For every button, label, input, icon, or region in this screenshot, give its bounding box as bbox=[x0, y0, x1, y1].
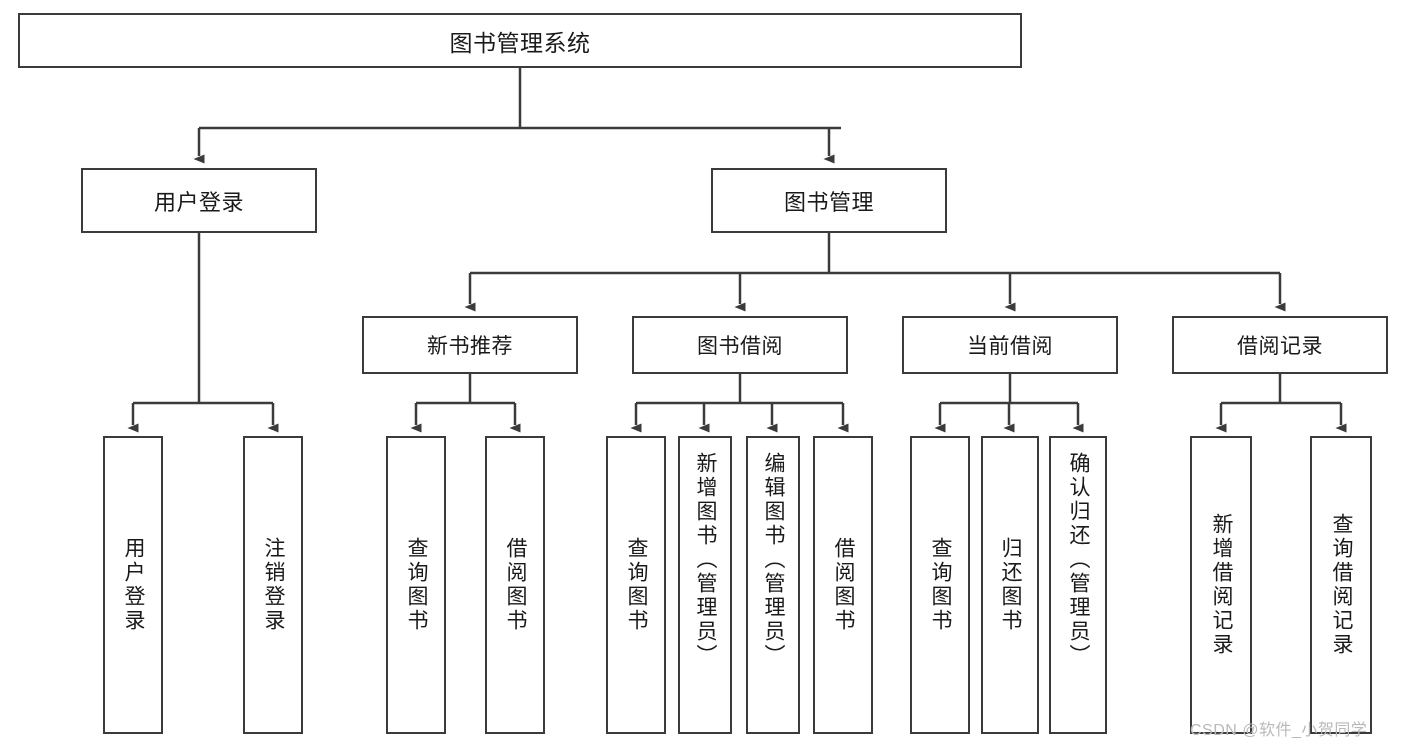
leaf-current-borrow-return-label: 归还图书 bbox=[999, 537, 1023, 633]
leaf-user-login-logout-label: 注销登录 bbox=[262, 537, 286, 633]
leaf-borrow-record-add-label: 新增借阅记录 bbox=[1210, 513, 1234, 657]
leaf-borrow-record-query-label: 查询借阅记录 bbox=[1330, 513, 1354, 657]
leaf-current-borrow-query[interactable]: 查询图书 bbox=[910, 436, 970, 734]
leaf-current-borrow-confirm-label: 确认归还（管理员） bbox=[1067, 452, 1091, 668]
leaf-current-borrow-confirm[interactable]: 确认归还（管理员） bbox=[1049, 436, 1107, 734]
leaf-new-book-query[interactable]: 查询图书 bbox=[386, 436, 446, 734]
node-book-borrow-label: 图书借阅 bbox=[697, 335, 783, 358]
leaf-book-borrow-edit-label: 编辑图书（管理员） bbox=[762, 452, 786, 668]
leaf-book-borrow-borrow-label: 借阅图书 bbox=[832, 537, 856, 633]
leaf-book-borrow-query[interactable]: 查询图书 bbox=[606, 436, 666, 734]
leaf-current-borrow-query-label: 查询图书 bbox=[929, 537, 953, 633]
node-borrow-record-label: 借阅记录 bbox=[1237, 335, 1323, 358]
node-book-manage-label: 图书管理 bbox=[783, 189, 874, 215]
leaf-borrow-record-add[interactable]: 新增借阅记录 bbox=[1190, 436, 1252, 734]
leaf-user-login-logout[interactable]: 注销登录 bbox=[243, 436, 303, 734]
node-new-book-recommend[interactable]: 新书推荐 bbox=[362, 316, 578, 374]
leaf-new-book-borrow[interactable]: 借阅图书 bbox=[485, 436, 545, 734]
node-root-label: 图书管理系统 bbox=[449, 29, 591, 56]
node-user-login[interactable]: 用户登录 bbox=[81, 168, 317, 233]
leaf-user-login-login-label: 用户登录 bbox=[122, 537, 146, 633]
leaf-current-borrow-return[interactable]: 归还图书 bbox=[981, 436, 1039, 734]
node-borrow-record[interactable]: 借阅记录 bbox=[1172, 316, 1388, 374]
leaf-book-borrow-add-label: 新增图书（管理员） bbox=[694, 452, 718, 668]
node-current-borrow[interactable]: 当前借阅 bbox=[902, 316, 1118, 374]
node-current-borrow-label: 当前借阅 bbox=[967, 335, 1053, 358]
node-user-login-label: 用户登录 bbox=[153, 189, 244, 215]
node-root[interactable]: 图书管理系统 bbox=[18, 13, 1022, 68]
leaf-book-borrow-add[interactable]: 新增图书（管理员） bbox=[678, 436, 732, 734]
watermark-text: CSDN @软件_小贺同学 bbox=[1190, 722, 1368, 739]
leaf-book-borrow-borrow[interactable]: 借阅图书 bbox=[813, 436, 873, 734]
node-new-book-recommend-label: 新书推荐 bbox=[427, 335, 513, 358]
node-book-manage[interactable]: 图书管理 bbox=[711, 168, 947, 233]
leaf-book-borrow-query-label: 查询图书 bbox=[625, 537, 649, 633]
leaf-new-book-borrow-label: 借阅图书 bbox=[504, 537, 528, 633]
leaf-borrow-record-query[interactable]: 查询借阅记录 bbox=[1310, 436, 1372, 734]
leaf-user-login-login[interactable]: 用户登录 bbox=[103, 436, 163, 734]
node-book-borrow[interactable]: 图书借阅 bbox=[632, 316, 848, 374]
leaf-book-borrow-edit[interactable]: 编辑图书（管理员） bbox=[746, 436, 800, 734]
leaf-new-book-query-label: 查询图书 bbox=[405, 537, 429, 633]
